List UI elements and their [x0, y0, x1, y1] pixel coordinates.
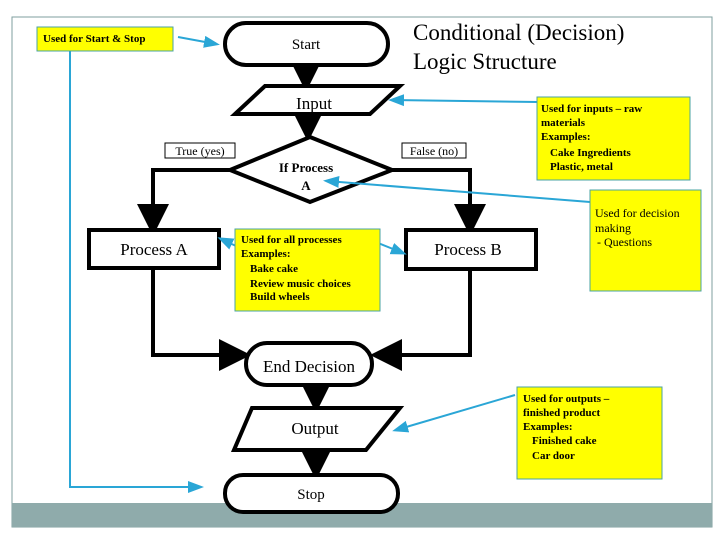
- flow-connectors: [137, 60, 486, 480]
- input-label: Input: [296, 94, 332, 113]
- note-inputs-line: materials: [541, 117, 586, 129]
- true-label-box: [164, 142, 236, 159]
- note-inputs-line: Cake Ingredients: [550, 147, 631, 159]
- output-label: Output: [291, 419, 339, 438]
- end-decision-label: End Decision: [263, 357, 356, 376]
- note-outputs-line: Examples:: [523, 421, 573, 433]
- note-decision: Used for decision making - Questions: [589, 189, 702, 292]
- note-processes-line: Used for all processes: [241, 234, 342, 246]
- stop-terminal: [223, 473, 400, 514]
- process-b-box: [404, 228, 538, 271]
- note-processes-line: Bake cake: [250, 263, 298, 275]
- process-a-label: Process A: [120, 240, 188, 259]
- stop-label: Stop: [297, 487, 325, 503]
- title-line-2: Logic Structure: [413, 49, 557, 74]
- note-decision-line: Used for decision: [595, 206, 680, 220]
- start-label: Start: [292, 37, 321, 53]
- start-terminal: [223, 21, 390, 67]
- note-start-stop: Used for Start & Stop: [36, 26, 174, 52]
- end-decision-terminal: [244, 341, 374, 387]
- input-parallelogram: [229, 84, 406, 116]
- note-processes: Used for all processes Examples: Bake ca…: [234, 228, 381, 312]
- note-processes-line: Review music choices: [250, 278, 352, 290]
- note-inputs-line: Plastic, metal: [550, 161, 613, 173]
- output-parallelogram: [230, 406, 405, 452]
- false-label-box: [401, 142, 467, 159]
- decision-diamond: [224, 134, 398, 205]
- note-outputs-line: Finished cake: [532, 435, 597, 447]
- note-processes-line: Build wheels: [250, 291, 310, 303]
- note-inputs-line: Used for inputs – raw: [541, 103, 642, 115]
- process-b-label: Process B: [434, 240, 502, 259]
- decision-label-line-2: A: [301, 178, 311, 193]
- true-label: True (yes): [175, 144, 224, 158]
- note-inputs-line: Examples:: [541, 131, 591, 143]
- note-start-stop-text: Used for Start & Stop: [43, 33, 145, 45]
- note-outputs: Used for outputs – finished product Exam…: [516, 386, 663, 480]
- note-outputs-line: Car door: [532, 450, 575, 462]
- decision-label-line-1: If Process: [279, 160, 333, 175]
- title-line-1: Conditional (Decision): [413, 20, 624, 45]
- note-decision-line: making: [595, 221, 631, 235]
- note-outputs-line: finished product: [523, 407, 600, 419]
- note-processes-line: Examples:: [241, 248, 291, 260]
- note-decision-line: - Questions: [597, 235, 652, 249]
- note-inputs: Used for inputs – raw materials Examples…: [536, 96, 691, 181]
- note-outputs-line: Used for outputs –: [523, 393, 610, 405]
- pointer-arrows: [69, 35, 591, 493]
- false-label: False (no): [410, 144, 458, 158]
